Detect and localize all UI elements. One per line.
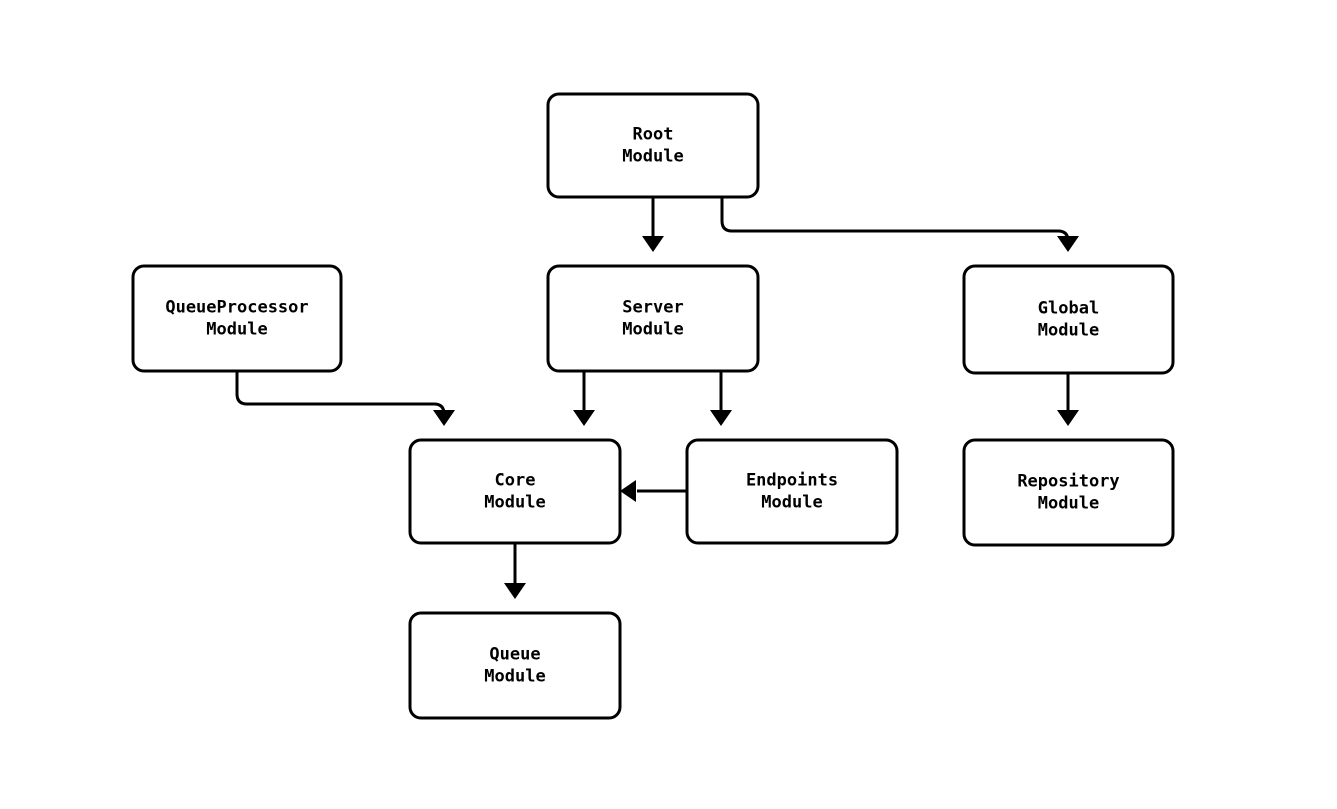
arrowhead-server-to-endpoints [710, 410, 732, 426]
arrowhead-global-to-repository [1057, 410, 1079, 426]
arrowhead-root-to-global [1057, 236, 1079, 252]
node-box-queue [408, 611, 622, 720]
node-label-endpoints-line1: Endpoints [746, 471, 838, 491]
node-label-global-line2: Module [1038, 321, 1099, 341]
arrowhead-server-to-core [573, 410, 595, 426]
node-label-queue-line2: Module [484, 667, 545, 687]
node-label-root-line2: Module [622, 147, 683, 167]
arrowhead-root-to-server [642, 236, 664, 252]
node-box-server [546, 264, 760, 373]
edge-root-to-global [720, 197, 1070, 250]
node-label-root-line1: Root [633, 125, 674, 145]
node-label-server-line1: Server [622, 298, 683, 318]
node-label-repository-line1: Repository [1017, 472, 1119, 492]
node-label-global-line1: Global [1038, 299, 1099, 319]
node-label-queue-line1: Queue [489, 645, 540, 665]
node-label-core-line2: Module [484, 493, 545, 513]
node-label-server-line2: Module [622, 320, 683, 340]
node-box-repository [962, 438, 1175, 547]
edge-queueprocessor-to-core [235, 371, 446, 424]
node-box-queueprocessor [131, 264, 343, 373]
arrowhead-core-to-queue [504, 583, 526, 599]
edge-layer [235, 197, 1070, 597]
node-label-queueprocessor-line2: Module [206, 320, 267, 340]
node-label-core-line1: Core [495, 471, 536, 491]
node-label-queueprocessor-line1: QueueProcessor [165, 298, 308, 318]
arrowhead-layer [433, 236, 1079, 599]
arrowhead-endpoints-to-core [620, 480, 636, 502]
node-box-global [962, 264, 1175, 375]
arrowhead-queueprocessor-to-core [433, 410, 455, 426]
node-box-endpoints [685, 438, 899, 545]
node-box-core [408, 438, 622, 545]
node-label-endpoints-line2: Module [761, 493, 822, 513]
node-layer: RootModuleQueueProcessorModuleServerModu… [131, 92, 1175, 720]
node-label-repository-line2: Module [1038, 494, 1099, 514]
node-box-root [546, 92, 760, 199]
